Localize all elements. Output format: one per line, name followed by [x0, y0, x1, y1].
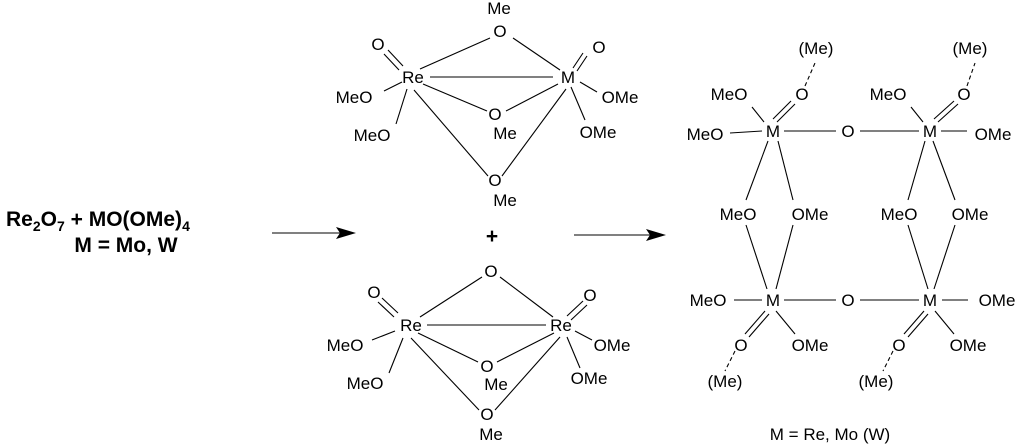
re-atom-left: Re	[400, 316, 422, 335]
m-methoxy-1: OMe	[602, 88, 639, 107]
bridge-o-bot: O	[488, 171, 501, 190]
bl-methoxy-lower: OMe	[792, 336, 829, 355]
br-methoxy-right: OMe	[979, 291, 1016, 310]
tl-methoxy-upper: MeO	[711, 85, 748, 104]
plus-sign: +	[486, 225, 498, 248]
metal-definition: M = Mo, W	[74, 234, 177, 257]
m-atom: M	[561, 68, 575, 87]
re-oxo: O	[371, 35, 384, 54]
bridge-me-mid: Me	[484, 375, 508, 394]
reaction-arrow-2	[574, 229, 666, 241]
tl-methoxy-left: MeO	[687, 125, 724, 144]
tl-me-paren: (Me)	[799, 39, 834, 58]
re-atom: Re	[402, 68, 424, 87]
bridge-o-top: O	[841, 122, 854, 141]
br-oxo: O	[892, 336, 905, 355]
reactants-label: Re2O7 + MO(OMe)4 M = Mo, W	[6, 208, 190, 257]
re-methoxy-1: MeO	[336, 88, 373, 107]
bl-me-paren: (Me)	[708, 372, 743, 391]
re-methoxy-2: MeO	[354, 126, 391, 145]
bridge-ome-left-2: OMe	[792, 205, 829, 224]
bridge-o-bottom: O	[841, 291, 854, 310]
bridge-meo-left-1: MeO	[720, 205, 757, 224]
right-methoxy-2: OMe	[571, 369, 608, 388]
metal-top-left: M	[766, 122, 780, 141]
br-me-paren: (Me)	[859, 372, 894, 391]
bridge-o-mid: O	[480, 357, 493, 376]
bridge-me-mid: Me	[493, 124, 517, 143]
product-caption: M = Re, Mo (W)	[770, 425, 890, 444]
complex-re-re: Re Re O O Me O Me O MeO MeO O OMe OMe	[327, 262, 631, 444]
bridge-me-top: Me	[487, 0, 511, 18]
bridge-me-bot: Me	[479, 425, 503, 444]
tl-oxo: O	[795, 85, 808, 104]
right-methoxy-1: OMe	[594, 336, 631, 355]
bridge-ome-right-2: OMe	[952, 205, 989, 224]
left-methoxy-1: MeO	[327, 336, 364, 355]
tr-methoxy-upper: MeO	[870, 85, 907, 104]
bl-oxo: O	[734, 336, 747, 355]
re-atom-right: Re	[550, 316, 572, 335]
m-oxo: O	[592, 38, 605, 57]
bridge-o-bot: O	[480, 405, 493, 424]
bridge-meo-right-1: MeO	[881, 205, 918, 224]
bridge-o-top: O	[493, 22, 506, 41]
right-oxo: O	[583, 286, 596, 305]
tr-me-paren: (Me)	[953, 39, 988, 58]
bridge-o-mid: O	[488, 105, 501, 124]
m-methoxy-2: OMe	[580, 123, 617, 142]
metal-bottom-left: M	[766, 291, 780, 310]
tr-methoxy-right: OMe	[975, 125, 1012, 144]
br-methoxy-lower: OMe	[950, 336, 987, 355]
metal-bottom-right: M	[923, 291, 937, 310]
bridge-o-top: O	[484, 262, 497, 281]
bl-methoxy-left: MeO	[690, 291, 727, 310]
left-oxo: O	[367, 283, 380, 302]
reactants-formula: Re2O7 + MO(OMe)4	[6, 208, 190, 234]
tr-oxo: O	[957, 85, 970, 104]
complex-re-m: Re M Me O O Me O Me O MeO MeO O OMe OMe	[336, 0, 639, 210]
left-methoxy-2: MeO	[347, 374, 384, 393]
product-tetramer: M M M M O O MeO MeO O (Me) MeO O (Me) OM…	[687, 39, 1016, 444]
bridge-me-bot: Me	[493, 191, 517, 210]
metal-top-right: M	[923, 122, 937, 141]
reaction-arrow-1	[272, 227, 356, 239]
